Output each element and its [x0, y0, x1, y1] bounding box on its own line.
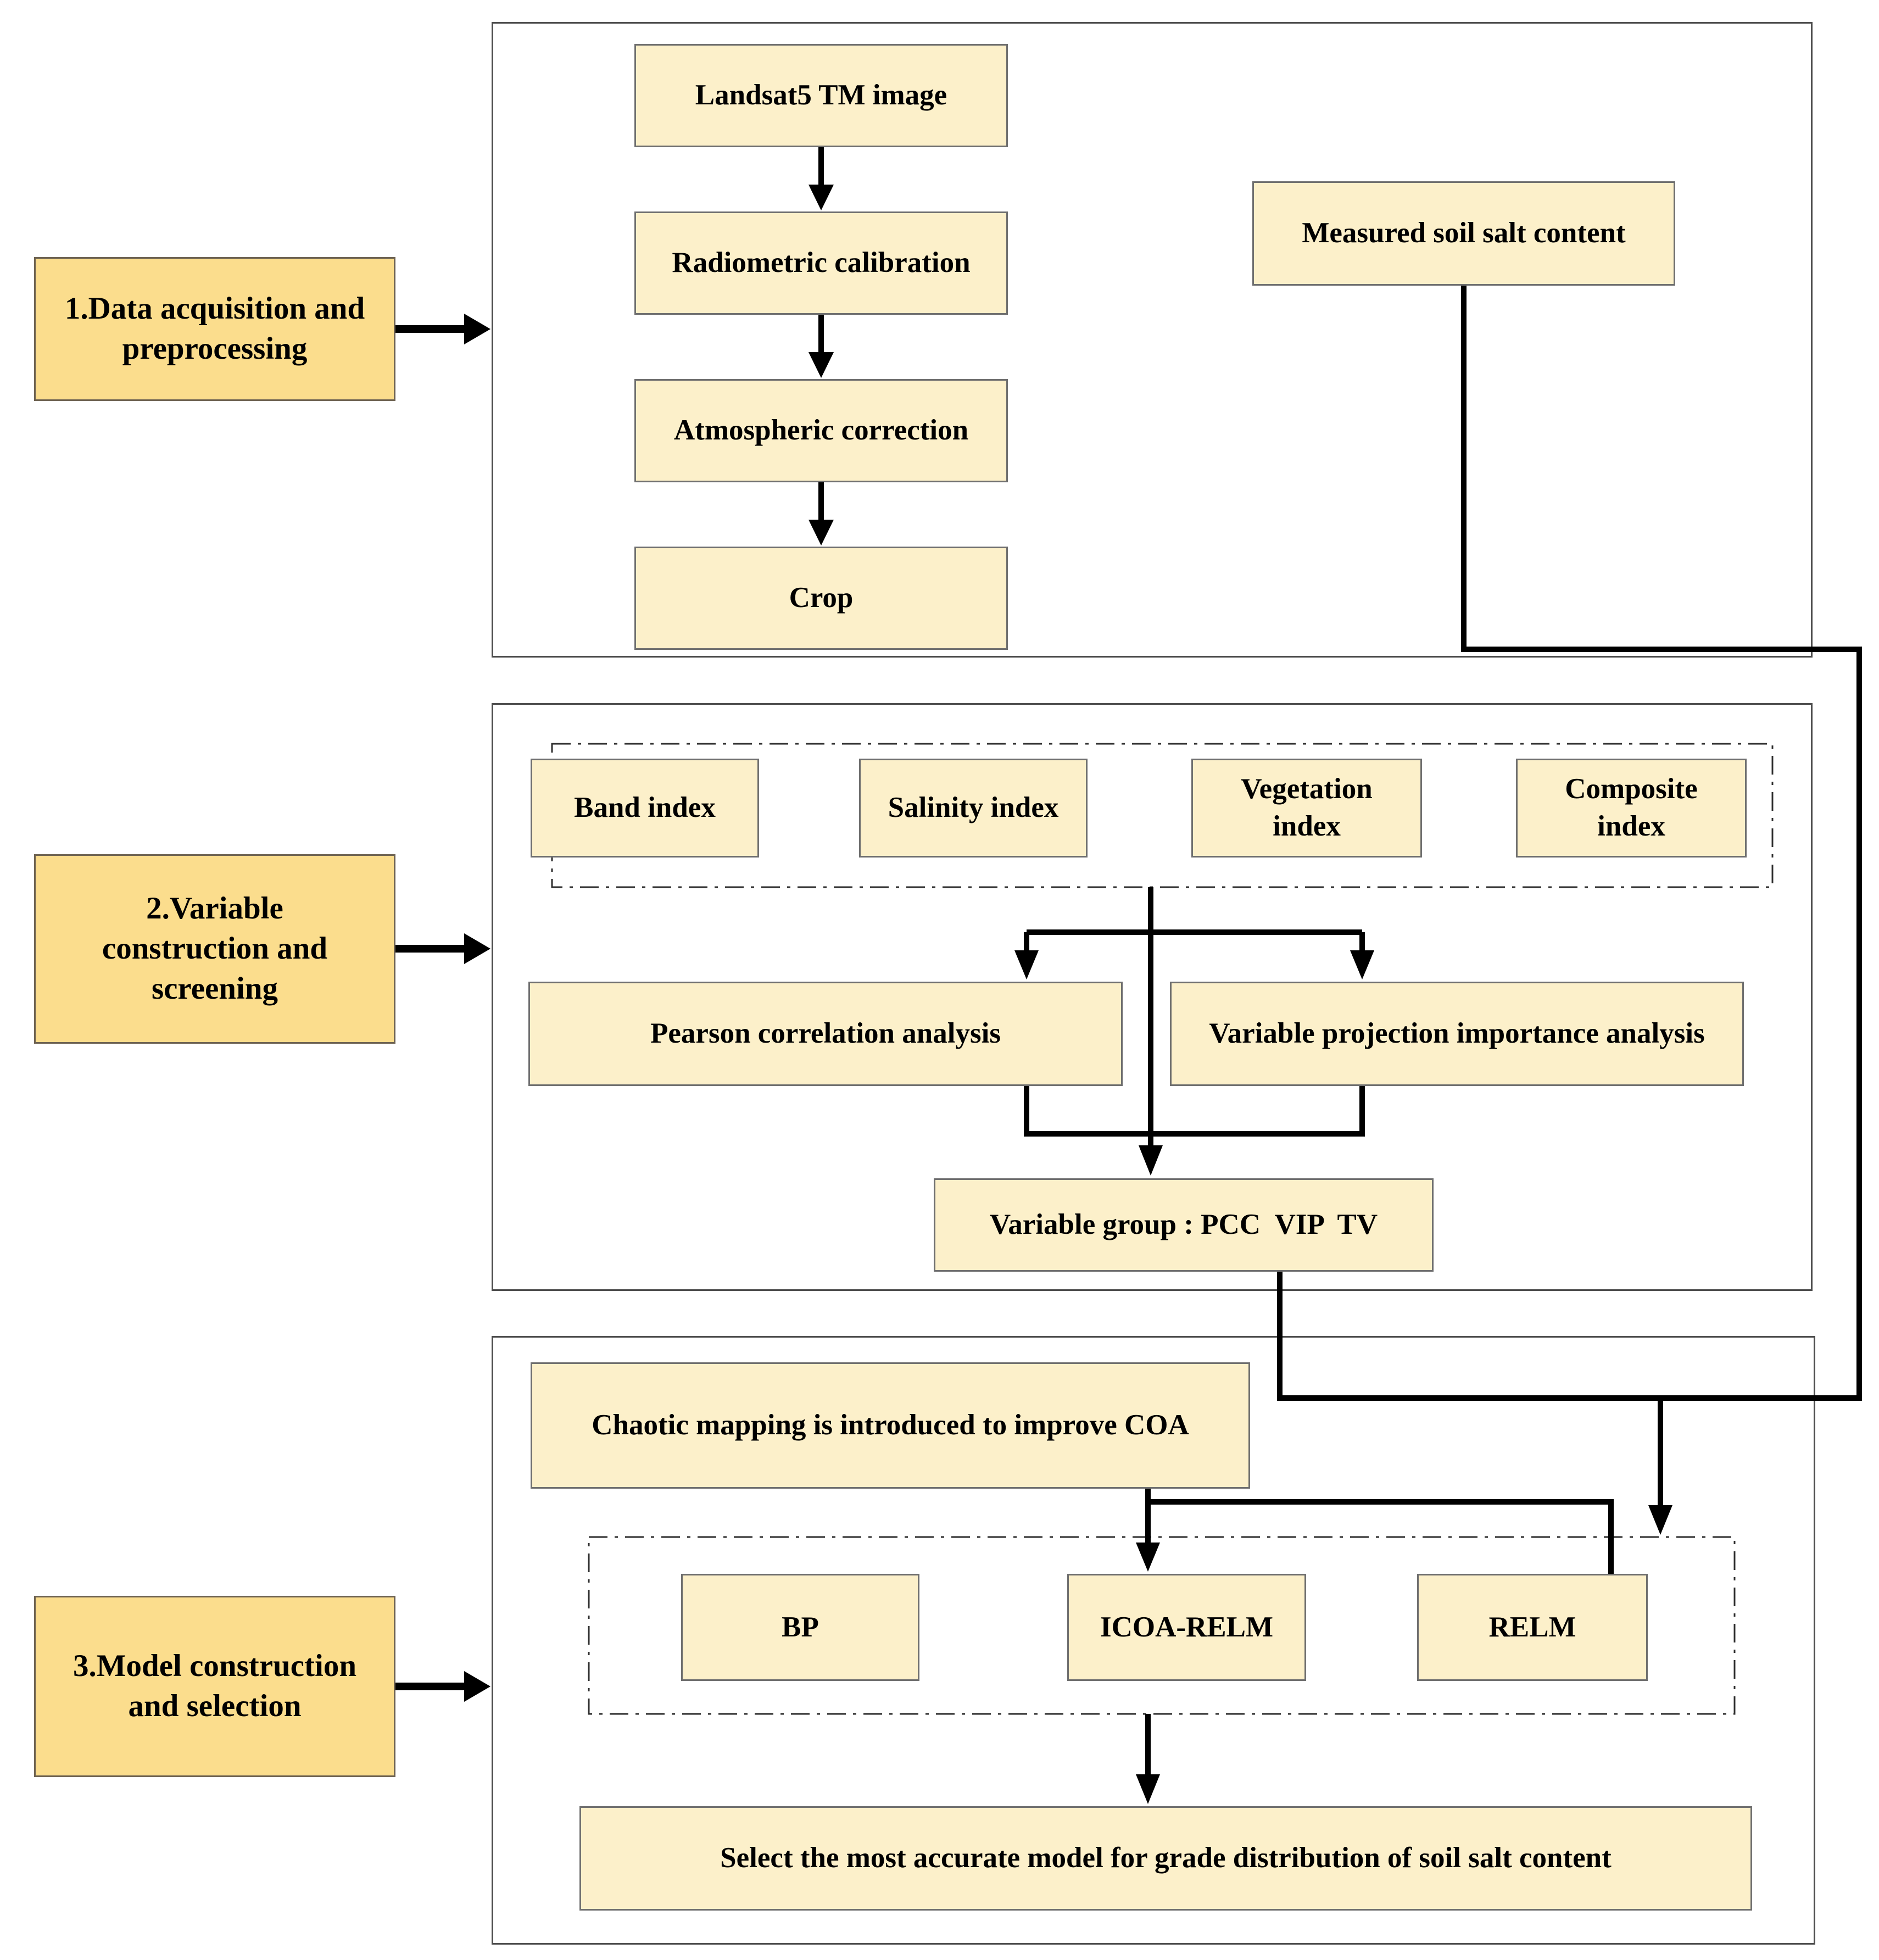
arrowhead [809, 352, 834, 378]
arrowhead [1136, 1543, 1160, 1572]
flow-box-variable-group: Variable group : PCC VIP TV [934, 1178, 1434, 1272]
flow-box-select-model: Select the most accurate model for grade… [579, 1806, 1752, 1911]
line-merge-analyses [1024, 1086, 1365, 1137]
flow-box-bp-model: BP [681, 1574, 919, 1681]
arrowhead [809, 520, 834, 545]
flow-box-vpi-analysis: Variable projection importance analysis [1170, 982, 1744, 1086]
arrowhead [1350, 950, 1374, 979]
flow-box-pearson-analysis: Pearson correlation analysis [528, 982, 1123, 1086]
flow-box-salinity-index: Salinity index [859, 759, 1088, 858]
stage-box-3: 3.Model construction and selection [34, 1596, 395, 1777]
line-chaotic-to-relm [1148, 1499, 1614, 1582]
flow-box-atmospheric: Atmospheric correction [634, 379, 1008, 482]
stage-box-1: 1.Data acquisition and preprocessing [34, 257, 395, 401]
arrowhead [464, 933, 490, 964]
flow-box-chaotic-mapping: Chaotic mapping is introduced to improve… [531, 1362, 1250, 1489]
arrowhead [809, 185, 834, 210]
line-measured-route [1277, 286, 1862, 1401]
arrowhead [1139, 1145, 1163, 1176]
arrowhead [1648, 1505, 1672, 1535]
flow-box-crop: Crop [634, 547, 1008, 650]
stage-box-2: 2.Variable construction and screening [34, 854, 395, 1044]
flow-box-radiometric: Radiometric calibration [634, 211, 1008, 315]
flow-box-measured: Measured soil salt content [1252, 181, 1675, 286]
flow-box-vegetation-index: Vegetation index [1191, 759, 1422, 858]
arrowhead [1014, 950, 1039, 979]
flow-box-relm-model: RELM [1417, 1574, 1648, 1681]
flow-box-landsat: Landsat5 TM image [634, 44, 1008, 147]
arrowhead [464, 314, 490, 344]
flow-box-band-index: Band index [531, 759, 759, 858]
arrowhead [464, 1671, 490, 1702]
flow-box-icoa-relm-model: ICOA-RELM [1067, 1574, 1306, 1681]
arrowhead [1136, 1774, 1160, 1804]
flow-box-composite-index: Composite index [1516, 759, 1747, 858]
models-group-dashed-box [588, 1536, 1736, 1715]
